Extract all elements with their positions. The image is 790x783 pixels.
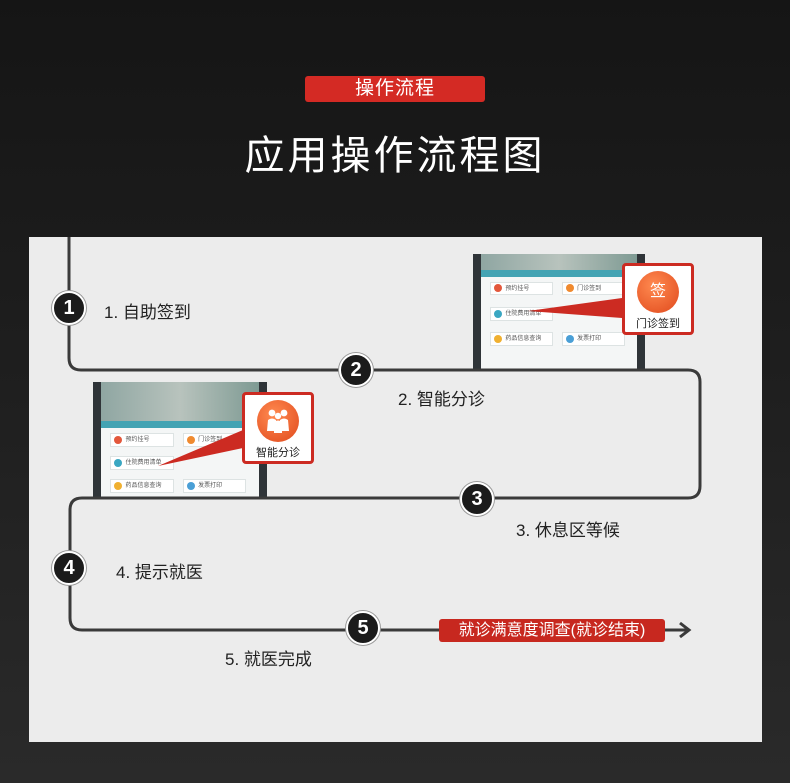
callout-signin-label: 门诊签到	[636, 318, 680, 330]
sign-in-icon: 签	[637, 271, 679, 313]
step-label-1: 1. 自助签到	[104, 303, 191, 322]
flow-path	[67, 237, 702, 632]
people-group-icon	[257, 400, 299, 442]
step-label-5: 5. 就医完成	[225, 650, 312, 669]
step-badge-4: 4	[52, 551, 86, 585]
step-badge-2: 2	[339, 353, 373, 387]
step-badge-1: 1	[52, 291, 86, 325]
callout-triage: 智能分诊	[242, 392, 314, 464]
step-label-3: 3. 休息区等候	[516, 521, 620, 540]
arrow-right-icon	[679, 621, 692, 639]
page-title: 应用操作流程图	[244, 134, 546, 178]
callout-pointer-triage	[158, 430, 243, 466]
callout-triage-label: 智能分诊	[256, 447, 300, 459]
step-badge-3: 3	[460, 482, 494, 516]
step-label-4: 4. 提示就医	[116, 563, 203, 582]
callout-pointer-signin	[528, 298, 622, 318]
survey-end-tag: 就诊满意度调查(就诊结束)	[439, 619, 665, 642]
section-tag: 操作流程	[305, 76, 485, 102]
step-label-2: 2. 智能分诊	[398, 390, 485, 409]
callout-signin: 签 门诊签到	[622, 263, 694, 335]
step-badge-5: 5	[346, 611, 380, 645]
